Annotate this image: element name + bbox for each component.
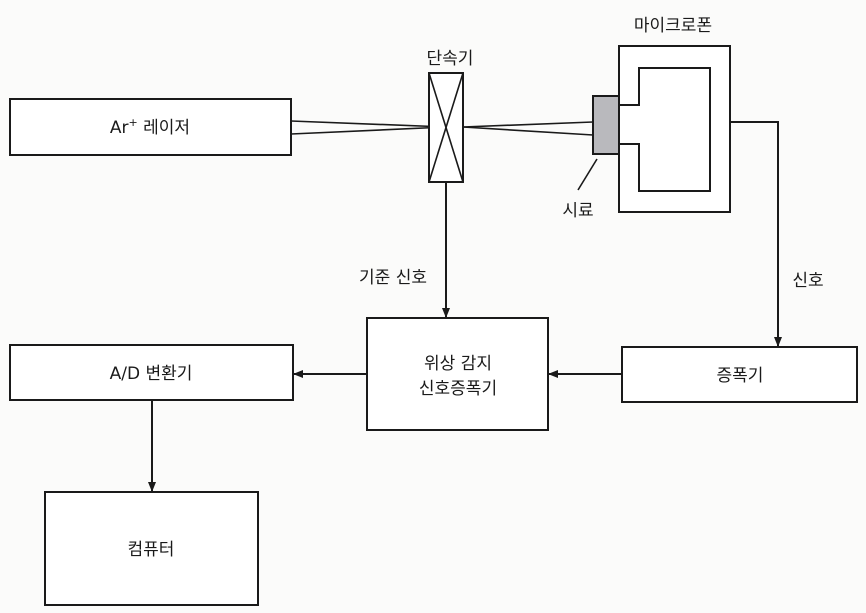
computer-label: 컴퓨터 [128, 540, 175, 560]
reference-label: 기준 신호 [359, 268, 427, 288]
microphone-label: 마이크로폰 [634, 16, 712, 36]
adc-label: A/D 변환기 [110, 364, 193, 384]
reference-arrow: 기준 신호 [359, 182, 450, 318]
laser-block: Ar+ 레이저 [9, 98, 292, 156]
computer-block: 컴퓨터 [44, 491, 259, 606]
amplifier-label: 증폭기 [717, 366, 764, 386]
signal-label: 신호 [792, 271, 823, 291]
sample-block: 시료 [562, 95, 620, 221]
lockin-label-line1: 위상 감지 [424, 354, 492, 374]
laser-beam-in [290, 120, 447, 135]
signal-arrow: 신호 [730, 121, 824, 347]
laser-beam-out [462, 121, 594, 136]
laser-label: Ar+ 레이저 [110, 116, 190, 138]
sample-label: 시료 [562, 201, 593, 221]
amplifier-block: 증폭기 [621, 346, 858, 403]
chopper-label: 단속기 [427, 49, 474, 69]
adc-block: A/D 변환기 [9, 344, 294, 401]
microphone-block: 마이크로폰 [618, 16, 731, 213]
sample-pointer [577, 158, 598, 191]
chopper-block: 단속기 [427, 49, 474, 183]
lockin-label-line2: 신호증폭기 [419, 379, 497, 399]
lockin-block: 위상 감지 신호증폭기 [366, 317, 549, 431]
